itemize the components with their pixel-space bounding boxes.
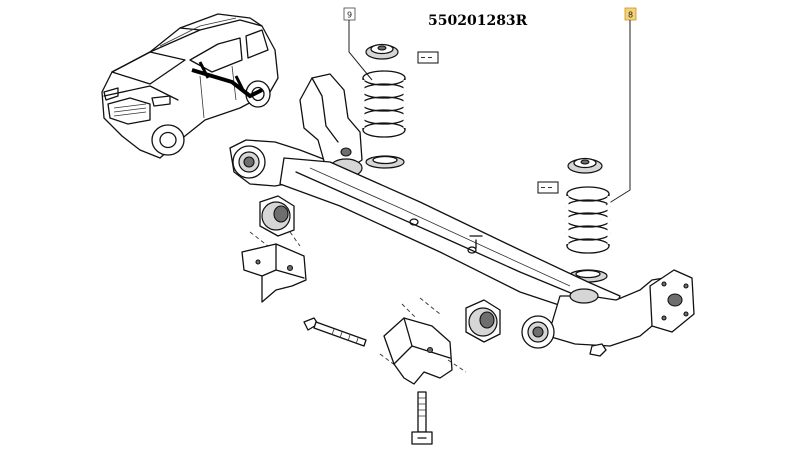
- callout-9-marker[interactable]: 9: [343, 7, 356, 21]
- vehicle-locator-illustration: [101, 13, 279, 159]
- callout-8-label: 8: [628, 11, 633, 20]
- callout-9-leader: [348, 20, 373, 81]
- callout-8-marker[interactable]: 8: [624, 7, 637, 21]
- upper-spring-seat-right: [567, 157, 603, 174]
- spring-symbol-box-right: [537, 181, 559, 194]
- vertical-mounting-bolt: [411, 391, 433, 445]
- spring-symbol-box-left: [417, 51, 439, 64]
- pivot-bushing-left: [259, 195, 295, 237]
- part-number-label: 550201283R: [428, 13, 528, 29]
- callout-9-label: 9: [347, 11, 352, 20]
- rear-axle-beam: [229, 73, 695, 357]
- coil-spring-right: [565, 186, 611, 254]
- coil-spring-left: [361, 70, 407, 138]
- pivot-bushing-right: [465, 299, 501, 343]
- upper-spring-seat: [365, 43, 399, 60]
- long-mounting-bolt: [303, 317, 367, 347]
- lower-spring-seat-left: [365, 155, 405, 169]
- mounting-bracket-right: [379, 297, 467, 385]
- callout-8-leader: [605, 20, 631, 206]
- mounting-bracket-left: [241, 231, 307, 303]
